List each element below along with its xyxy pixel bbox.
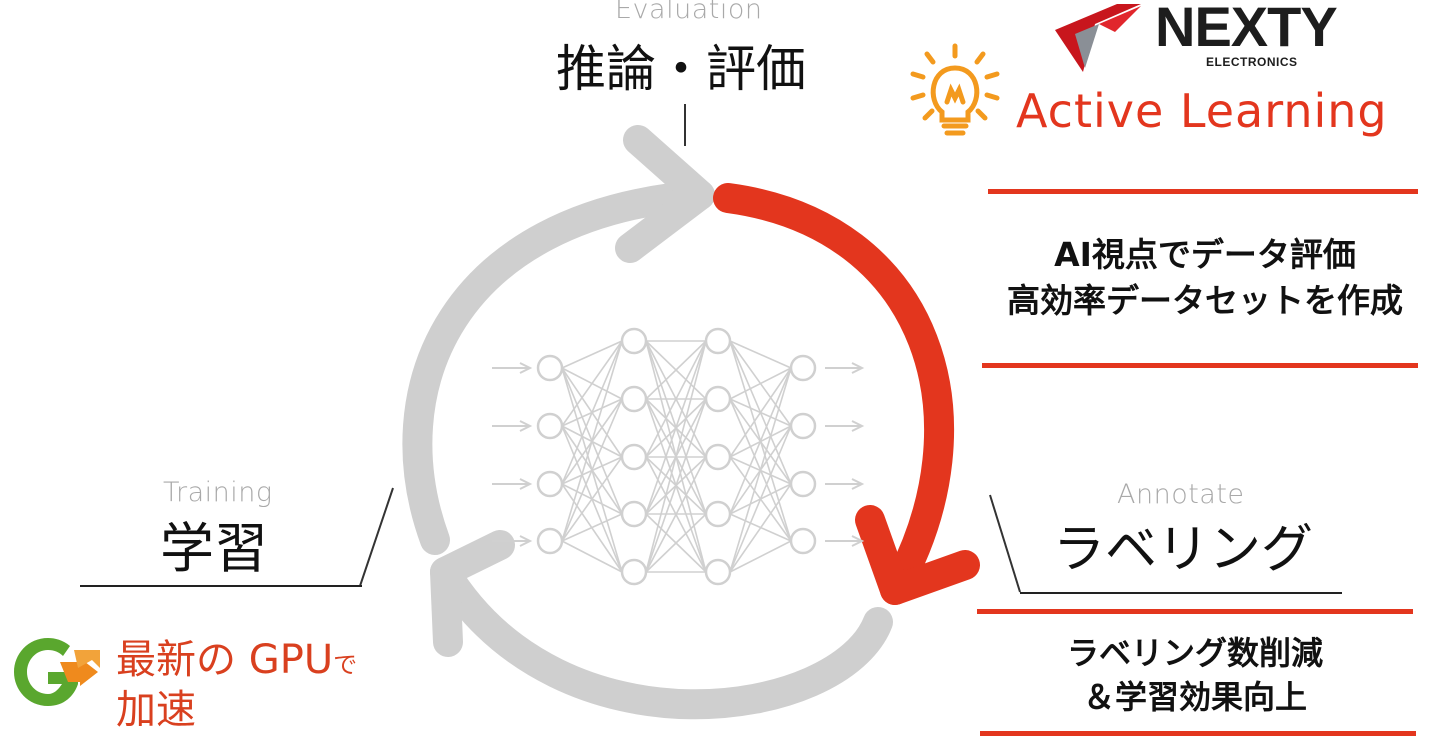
annotate-en-label: Annotate xyxy=(1117,479,1245,510)
training-en-label: Training xyxy=(163,477,273,508)
nn-connection xyxy=(561,513,623,542)
top-box-rule-bottom xyxy=(982,363,1418,368)
annotate-jp-label: ラベリング xyxy=(1053,520,1314,580)
nexty-logo-icon xyxy=(1055,4,1141,72)
bottom-box-line1: ラベリング数削減 xyxy=(1066,634,1323,672)
bottom-box-rule-top xyxy=(977,609,1413,614)
nn-connection xyxy=(645,456,707,573)
nn-node xyxy=(704,327,732,355)
gpu-logo-icon xyxy=(14,638,100,706)
nn-node xyxy=(536,354,564,382)
top-box-line1: AI視点でデータ評価 xyxy=(1054,235,1356,274)
nn-node xyxy=(704,500,732,528)
nn-node xyxy=(620,500,648,528)
evaluation-jp-label: 推論・評価 xyxy=(556,40,806,98)
red-arc-right xyxy=(713,183,955,605)
nn-connection xyxy=(645,340,707,515)
nn-connection xyxy=(561,398,623,542)
training-jp-label: 学習 xyxy=(160,517,268,580)
nn-node xyxy=(536,412,564,440)
gpu-line2: 加速 xyxy=(116,687,196,733)
nn-connection xyxy=(645,398,707,573)
nn-node xyxy=(536,527,564,555)
top-box-line2: 高効率データセットを作成 xyxy=(1007,280,1403,320)
nn-connection xyxy=(561,456,623,542)
nn-node xyxy=(789,412,817,440)
training-slant-line xyxy=(359,487,394,587)
nn-node xyxy=(789,470,817,498)
brand-sub: ELECTRONICS xyxy=(1206,55,1298,69)
nn-node xyxy=(789,527,817,555)
nn-node xyxy=(704,558,732,586)
nn-connection xyxy=(729,540,792,573)
nn-input-arrowhead xyxy=(519,362,533,374)
brand-name: NEXTY xyxy=(1155,0,1338,58)
nn-connection xyxy=(729,367,792,573)
nn-node xyxy=(704,385,732,413)
nn-input-arrowhead xyxy=(519,420,533,432)
nn-output-arrowhead xyxy=(851,362,865,374)
nn-node xyxy=(789,354,817,382)
evaluation-en-label: Evaluation xyxy=(615,0,763,25)
nn-node xyxy=(620,385,648,413)
nn-connection xyxy=(729,367,792,515)
nn-connection xyxy=(645,340,707,400)
nn-node xyxy=(620,558,648,586)
nn-connection xyxy=(729,425,792,573)
training-underline xyxy=(80,585,362,587)
nn-input-arrowhead xyxy=(519,535,533,547)
annotate-underline xyxy=(1020,592,1342,594)
gray-arrowhead-top xyxy=(615,125,715,263)
nn-connection xyxy=(561,340,623,369)
bottom-box-rule-bottom xyxy=(980,731,1416,736)
nn-input-arrowhead xyxy=(519,478,533,490)
nn-connection xyxy=(645,340,707,573)
bottom-box-text: ラベリング数削減 ＆学習効果向上 xyxy=(985,631,1405,719)
nn-node xyxy=(704,443,732,471)
nn-output-arrowhead xyxy=(851,535,865,547)
active-learning-label: Active Learning xyxy=(1016,84,1388,138)
gray-arrowhead-bottom xyxy=(430,530,515,657)
nn-node xyxy=(620,327,648,355)
nn-node xyxy=(620,443,648,471)
annotate-slant-line xyxy=(989,494,1021,593)
gray-arc-bottom xyxy=(430,557,893,720)
bottom-box-line2: ＆学習効果向上 xyxy=(1082,678,1307,717)
nn-connection xyxy=(729,367,792,400)
nn-connection xyxy=(645,340,707,458)
nn-node xyxy=(536,470,564,498)
nn-output-arrowhead xyxy=(851,478,865,490)
nn-connection xyxy=(561,540,623,573)
top-box-rule-top xyxy=(988,189,1418,194)
top-box-text: AI視点でデータ評価 高効率データセットを作成 xyxy=(995,232,1415,323)
gpu-line1-small: で xyxy=(333,651,358,679)
nn-connection xyxy=(729,340,792,369)
gpu-line1: 最新の GPUで xyxy=(116,640,357,680)
red-arrowhead xyxy=(855,505,980,605)
nn-connection xyxy=(729,483,792,573)
nn-output-arrowhead xyxy=(851,420,865,432)
nn-connection xyxy=(561,340,623,542)
nn-connection xyxy=(561,340,623,485)
gpu-line1-main: 最新の GPU xyxy=(116,637,334,683)
lightbulb-icon xyxy=(910,43,1000,136)
nn-connection xyxy=(729,367,792,458)
nn-connection xyxy=(561,340,623,427)
nn-connection xyxy=(645,513,707,573)
gray-arc-top-left xyxy=(402,180,715,555)
